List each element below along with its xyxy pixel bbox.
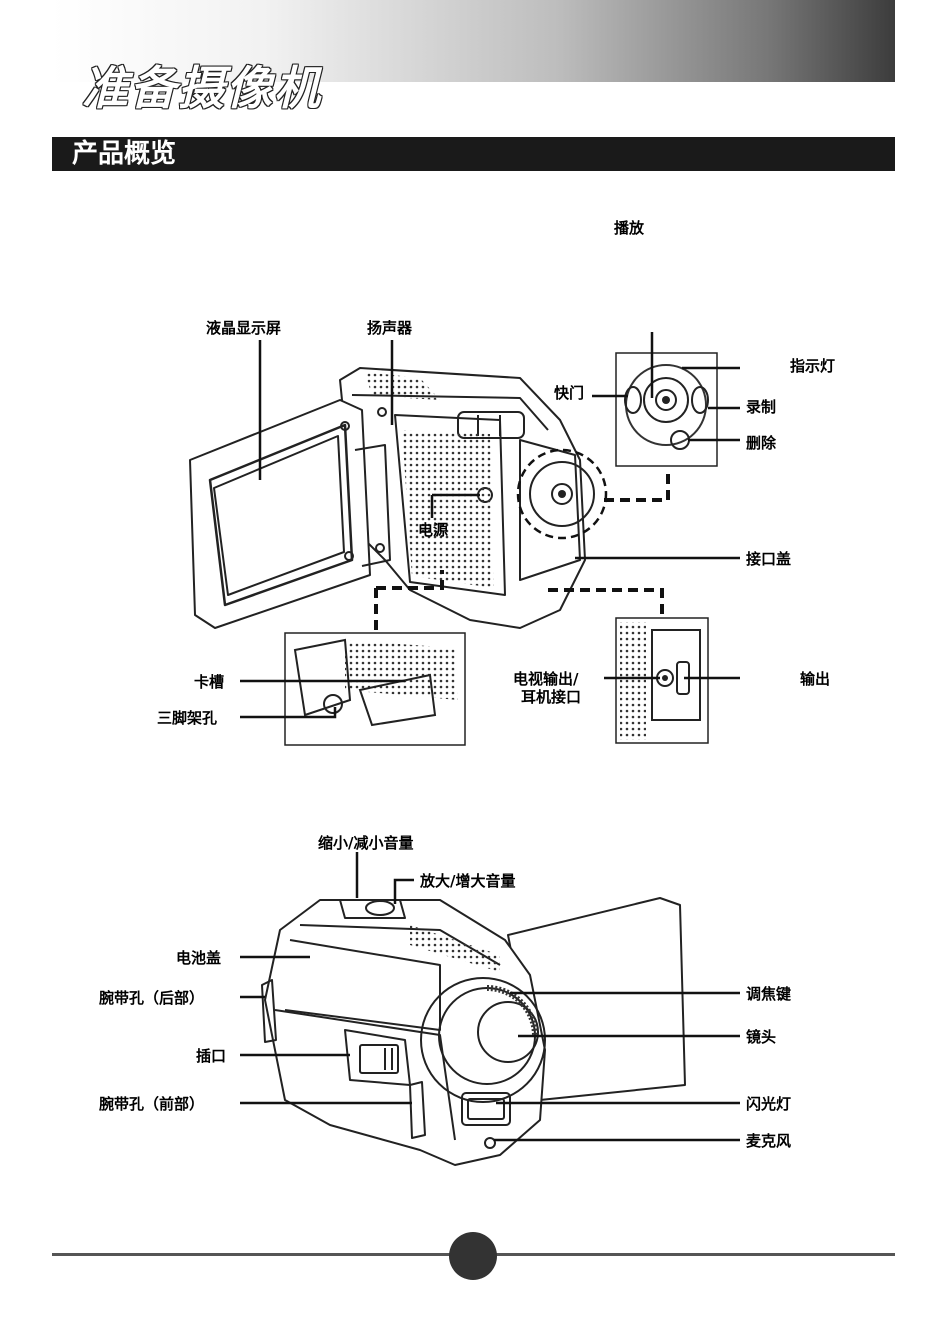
page-number-circle <box>449 1232 497 1280</box>
label-focus: 调焦键 <box>746 985 791 1003</box>
label-battery-cover: 电池盖 <box>176 949 221 967</box>
label-zoom-in: 放大/增大音量 <box>420 872 515 890</box>
label-lens: 镜头 <box>746 1028 776 1046</box>
label-strap-rear: 腕带孔（后部） <box>99 989 204 1007</box>
label-mic: 麦克风 <box>746 1132 791 1150</box>
label-zoom-out: 缩小/减小音量 <box>318 834 413 852</box>
label-plug: 插口 <box>196 1047 226 1065</box>
label-flash: 闪光灯 <box>746 1095 791 1113</box>
label-strap-front: 腕带孔（前部） <box>99 1095 204 1113</box>
